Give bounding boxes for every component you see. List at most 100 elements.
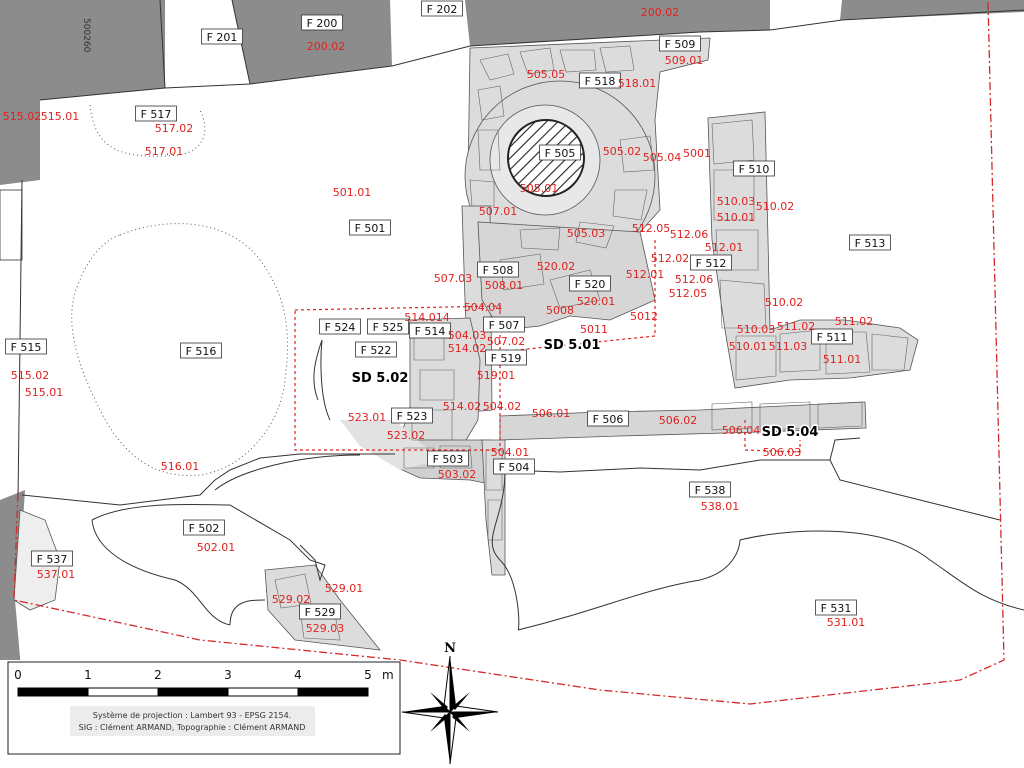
unit-label: 538.01 — [701, 500, 740, 513]
scale-tick-label: 2 — [154, 668, 162, 682]
feature-label-f513: F 513 — [849, 234, 891, 251]
feature-label-box — [483, 316, 525, 333]
unit-label: 520.02 — [537, 260, 576, 273]
feature-label-box — [5, 338, 47, 355]
feature-label-box — [493, 458, 535, 475]
feature-label-text: F 537 — [37, 553, 68, 566]
feature-label-text: F 529 — [305, 606, 336, 619]
feature-label-text: F 505 — [545, 147, 576, 160]
feature-label-box — [349, 219, 391, 236]
feature-label-box — [579, 72, 621, 89]
scale-segment — [297, 687, 369, 697]
unit-label: 5012 — [630, 310, 658, 323]
unit-label: 516.01 — [161, 460, 200, 473]
feature-label-box — [485, 349, 527, 366]
unit-label: 512.01 — [705, 241, 744, 254]
unit-label: 505.02 — [603, 145, 642, 158]
feature-label-f538: F 538 — [689, 481, 731, 498]
unit-label: 511.02 — [835, 315, 874, 328]
unit-label: 515.01 — [25, 386, 64, 399]
unit-label: 529.03 — [306, 622, 345, 635]
feature-label-box — [815, 599, 857, 616]
unit-label: 511.02 — [777, 320, 816, 333]
feature-label-text: F 513 — [855, 237, 886, 250]
unit-label: 5008 — [546, 304, 574, 317]
feature-label-box — [421, 0, 463, 17]
feature-label-text: F 501 — [355, 222, 386, 235]
feature-label-f531: F 531 — [815, 599, 857, 616]
feature-label-box — [539, 144, 581, 161]
feature-label-box — [355, 341, 397, 358]
unit-label: 5011 — [580, 323, 608, 336]
unit-label: 505.01 — [520, 182, 559, 195]
feature-label-text: F 531 — [821, 602, 852, 615]
feature-label-box — [391, 407, 433, 424]
unit-label: 512.06 — [675, 273, 714, 286]
feature-label-text: F 200 — [307, 17, 338, 30]
feature-label-box — [319, 318, 361, 335]
projection-credit: Système de projection : Lambert 93 - EPS… — [93, 710, 291, 720]
unit-label: 506.02 — [659, 414, 698, 427]
north-arrow-icon: N — [401, 641, 499, 765]
unit-label: 506.04 — [722, 424, 761, 437]
unit-label: 504.03 — [448, 329, 487, 342]
scale-segment — [157, 687, 229, 697]
sondage-label: SD 5.02 — [352, 371, 409, 386]
unit-label: 523.02 — [387, 429, 426, 442]
unit-label: 517.01 — [145, 145, 184, 158]
feature-label-box — [367, 318, 409, 335]
unit-label: 537.01 — [37, 568, 76, 581]
feature-label-text: F 516 — [186, 345, 217, 358]
feature-label-box — [811, 328, 853, 345]
feature-label-text: F 510 — [739, 163, 770, 176]
feature-label-box — [477, 261, 519, 278]
feature-label-text: F 508 — [483, 264, 514, 277]
unit-label: 514.014 — [404, 311, 450, 324]
survey-credit: SIG : Clément ARMAND, Topographie : Clém… — [79, 722, 306, 732]
unit-label: 531.01 — [827, 616, 866, 629]
feature-label-box — [690, 254, 732, 271]
feature-label-text: F 509 — [665, 38, 696, 51]
feature-label-f529: F 529 — [299, 603, 341, 620]
unit-label: 506.01 — [532, 407, 571, 420]
feature-label-f503: F 503 — [427, 450, 469, 467]
unit-label: 510.03 — [717, 195, 756, 208]
unit-label: 509.01 — [665, 54, 704, 67]
feature-label-text: F 514 — [415, 325, 446, 338]
unit-label: 515.02 — [11, 369, 50, 382]
unit-label: 512.05 — [669, 287, 708, 300]
feature-label-text: F 503 — [433, 453, 464, 466]
feature-label-f508: F 508 — [477, 261, 519, 278]
feature-contours — [21, 0, 1024, 631]
scale-tick-label: 4 — [294, 668, 302, 682]
unit-label: 200.02 — [307, 40, 346, 53]
feature-label-text: F 202 — [427, 3, 458, 16]
feature-label-f201: F 201 — [201, 28, 243, 45]
feature-label-box — [587, 410, 629, 427]
feature-label-f516: F 516 — [180, 342, 222, 359]
unit-label: 518.01 — [618, 77, 657, 90]
feature-label-text: F 517 — [141, 108, 172, 121]
feature-label-f200: F 200 — [301, 14, 343, 31]
unit-label: 514.02 — [443, 400, 482, 413]
scale-unit-label: m — [382, 668, 394, 682]
feature-label-f514: F 514 — [409, 322, 451, 339]
unit-label: 501.01 — [333, 186, 372, 199]
unit-label: 511.01 — [823, 353, 862, 366]
feature-label-text: F 506 — [593, 413, 624, 426]
unit-label: 510.02 — [765, 296, 804, 309]
unit-label: 510.01 — [729, 340, 768, 353]
hachured-contours — [71, 104, 288, 477]
feature-label-f509: F 509 — [659, 35, 701, 52]
unit-label: 529.01 — [325, 582, 364, 595]
feature-label-text: F 522 — [361, 344, 392, 357]
feature-label-f525: F 525 — [367, 318, 409, 335]
unit-label: 523.01 — [348, 411, 387, 424]
scale-tick-label: 3 — [224, 668, 232, 682]
grid-coordinate-label: 500260 — [81, 18, 91, 53]
unit-label: 507.02 — [487, 335, 526, 348]
